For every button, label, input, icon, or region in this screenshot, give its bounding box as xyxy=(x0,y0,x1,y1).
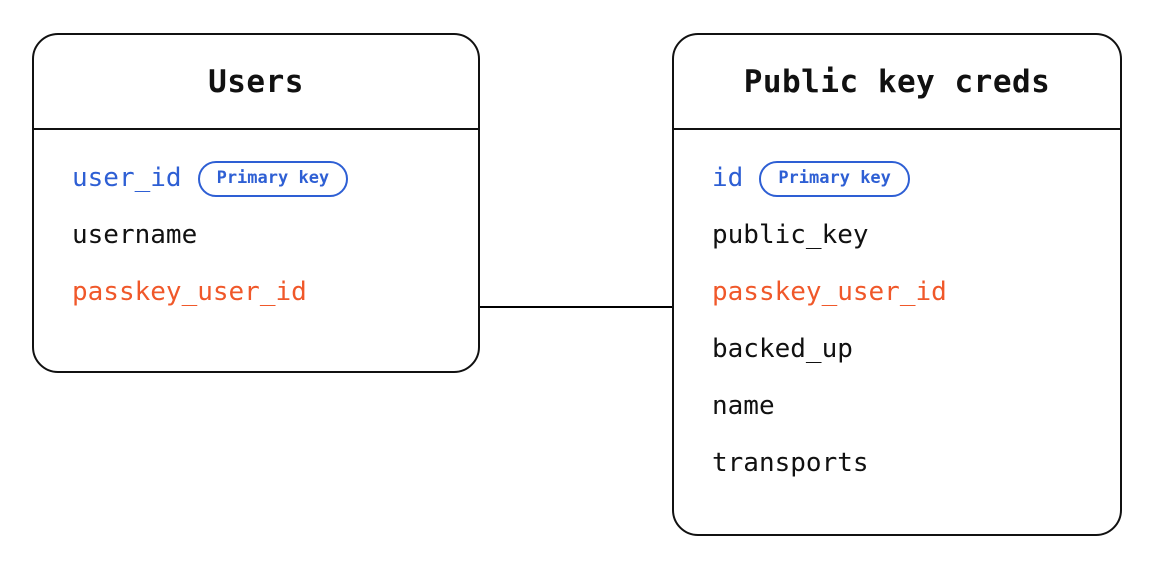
field-row[interactable]: user_id Primary key xyxy=(72,160,478,197)
entity-card-public-key-creds[interactable]: Public key creds id Primary key public_k… xyxy=(672,33,1122,536)
entity-fields-public-key-creds: id Primary key public_key passkey_user_i… xyxy=(674,130,1120,534)
field-name-id: id xyxy=(712,163,744,193)
entity-header-public-key-creds: Public key creds xyxy=(674,35,1120,130)
entity-fields-users: user_id Primary key username passkey_use… xyxy=(34,130,478,371)
field-name-username: username xyxy=(72,220,198,250)
field-name-transports: transports xyxy=(712,448,869,478)
entity-card-users[interactable]: Users user_id Primary key username passk… xyxy=(32,33,480,373)
field-name-backed-up: backed_up xyxy=(712,334,853,364)
field-name-user-id: user_id xyxy=(72,163,182,193)
field-name-name: name xyxy=(712,391,775,421)
field-row[interactable]: id Primary key xyxy=(712,160,1120,197)
field-row[interactable]: username xyxy=(72,221,478,250)
field-row[interactable]: backed_up xyxy=(712,335,1120,364)
field-row[interactable]: transports xyxy=(712,449,1120,478)
field-name-passkey-user-id: passkey_user_id xyxy=(712,277,947,307)
field-row[interactable]: passkey_user_id xyxy=(72,278,478,307)
entity-title-users: Users xyxy=(208,63,304,100)
primary-key-badge: Primary key xyxy=(197,160,349,197)
entity-title-public-key-creds: Public key creds xyxy=(743,63,1051,100)
relationship-connector-users-to-creds xyxy=(480,306,672,308)
field-name-public-key: public_key xyxy=(712,220,869,250)
entity-header-users: Users xyxy=(34,35,478,130)
field-name-passkey-user-id: passkey_user_id xyxy=(72,277,307,307)
field-row[interactable]: name xyxy=(712,392,1120,421)
primary-key-badge: Primary key xyxy=(759,160,910,197)
field-row[interactable]: public_key xyxy=(712,221,1120,250)
field-row[interactable]: passkey_user_id xyxy=(712,278,1120,307)
